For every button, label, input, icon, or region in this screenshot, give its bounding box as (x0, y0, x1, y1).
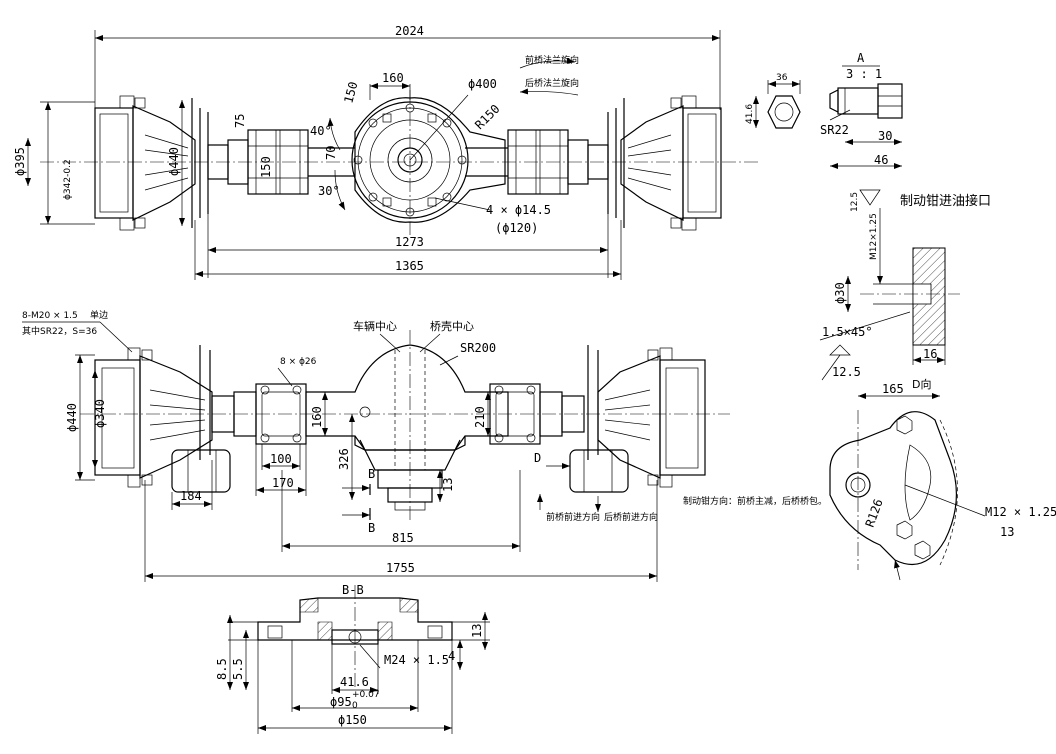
rough-b: 12.5 (832, 365, 861, 379)
dim-210: 210 (473, 406, 487, 428)
dim-400: ϕ400 (468, 77, 497, 91)
dim-angle-150: 150 (341, 80, 360, 105)
section-bb: B-B 13 4 M24 × 1.5 8.5 5.5 41.6 (215, 583, 490, 734)
dim-100: 100 (270, 452, 292, 466)
sec-b-top: B (368, 467, 375, 481)
nut-dim-46: 46 (874, 153, 888, 167)
view-d: D向 165 R126 M12 × 1.25 13 (829, 377, 1056, 581)
dim-440-top: ϕ440 (65, 403, 79, 432)
dim-440: ϕ440 (167, 147, 181, 176)
bolts-label: 8-M20 × 1.5 (22, 311, 78, 321)
bb-85: 8.5 (215, 658, 229, 680)
dim-340: ϕ340 (93, 399, 107, 428)
dim-170: 170 (272, 476, 294, 490)
vehicle-center: 车辆中心 (353, 319, 397, 333)
nut-dim-30: 30 (878, 129, 892, 143)
bb-13: 13 (470, 624, 484, 638)
detail-label-a: A (857, 51, 865, 65)
brake-dir: 制动钳方向：前桥主减，后桥桥包。 (683, 495, 827, 507)
axle-center: 桥壳中心 (430, 319, 474, 333)
dim-70: 70 (324, 146, 338, 160)
rough-a: 12.5 (850, 192, 860, 212)
dim-1755: 1755 (386, 561, 415, 575)
bb-thread: M24 × 1.5 (384, 653, 449, 667)
bb-4: 4 (448, 649, 455, 663)
bb-55: 5.5 (231, 658, 245, 680)
dim-40deg: 40° (310, 124, 332, 138)
bolts-note2: 其中SR22，S=36 (22, 325, 97, 337)
bb-416: 41.6 (340, 675, 369, 689)
dim-30deg: 30° (318, 184, 340, 198)
section-title: B-B (342, 583, 364, 597)
view-d-depth: 13 (1000, 525, 1014, 539)
dim-815: 815 (392, 531, 414, 545)
dir-front-text: 前桥法兰旋向 (525, 54, 579, 66)
bolts-note: 单边 (90, 309, 108, 321)
dim-395: ϕ395 (13, 147, 27, 176)
housing-bolts (353, 103, 467, 217)
port-thread: M12×1.25 (869, 213, 879, 260)
port-depth: 16 (923, 347, 937, 361)
nut-sr22: SR22 (820, 123, 849, 137)
top-view: 8-M20 × 1.5 单边 其中SR22，S=36 ϕ440 ϕ340 184 (22, 309, 827, 582)
brake-port-title: 制动钳进油接口 (900, 193, 991, 209)
port-chamfer: 1.5×45° (822, 325, 873, 339)
dim-160: 160 (382, 71, 404, 85)
dim-r150: R150 (472, 102, 502, 132)
dim-1273: 1273 (395, 235, 424, 249)
dim-184: 184 (180, 489, 202, 503)
nut-width: 36 (776, 73, 788, 83)
sec-b-bottom: B (368, 521, 375, 535)
dim-160-top: 160 (310, 406, 324, 428)
dim-13-top: 13 (441, 478, 455, 492)
holes-label: 4 × ϕ14.5 (486, 203, 551, 217)
nut-height: 41.6 (745, 104, 755, 124)
nut-detail: 36 41.6 A 3 : 1 SR22 30 46 (745, 51, 903, 169)
view-d-label: D向 (912, 377, 931, 391)
front-view: 2024 ϕ395 ϕ342-0.2 ϕ440 75 150 (13, 24, 760, 280)
dim-1365: 1365 (395, 259, 424, 273)
port-dia: ϕ30 (833, 282, 847, 304)
holes-pcd: (ϕ120) (495, 221, 538, 235)
bb-95: ϕ95 (330, 695, 352, 709)
dir-rear-text: 后桥法兰旋向 (525, 77, 579, 89)
dim-2024: 2024 (395, 24, 424, 38)
bb-150: ϕ150 (338, 713, 367, 727)
rear-dir: 后桥前进方向 (604, 511, 658, 523)
bb-tol-up: +0.07 (352, 690, 380, 700)
dim-75: 75 (233, 114, 247, 128)
sr200: SR200 (460, 341, 496, 355)
view-d-165: 165 (882, 382, 904, 396)
dim-326: 326 (337, 448, 351, 470)
detail-scale: 3 : 1 (846, 67, 882, 81)
dim-150: 150 (259, 156, 273, 178)
dim-342: ϕ342-0.2 (63, 159, 73, 200)
view-d-radius: R126 (863, 497, 886, 529)
brake-port-detail: 制动钳进油接口 12.5 M12×1.25 ϕ30 1.5×45° 12.5 1… (819, 189, 991, 381)
front-dir: 前桥前进方向 (546, 511, 600, 523)
view-d-thread: M12 × 1.25 (985, 505, 1056, 519)
view-d-mark: D (534, 451, 541, 465)
bb-tol-lo: 0 (352, 701, 358, 711)
holes-8: 8 × ϕ26 (280, 357, 317, 367)
